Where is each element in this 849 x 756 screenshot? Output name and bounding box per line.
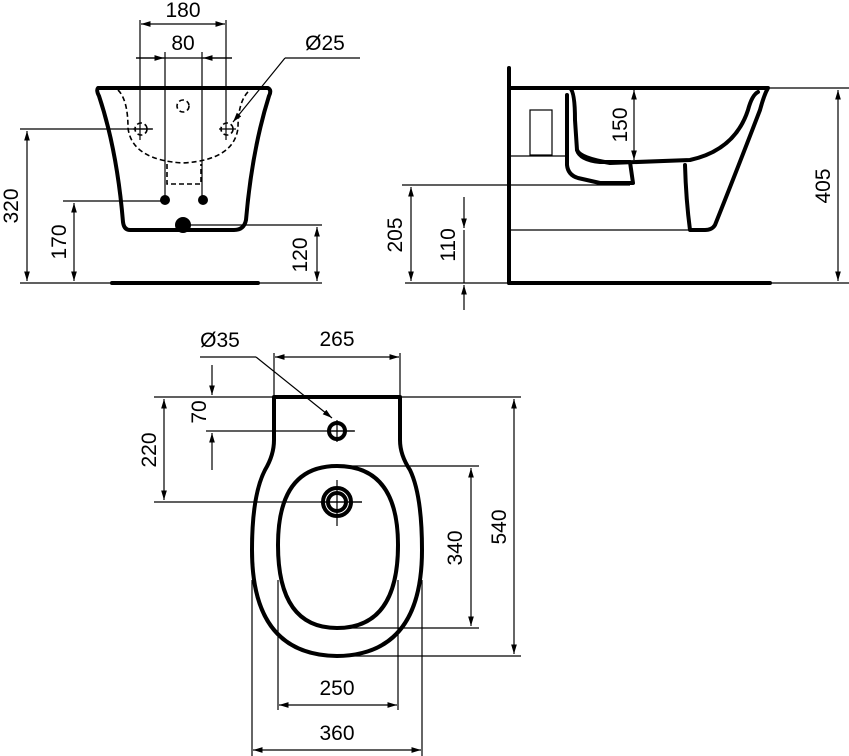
bidet-side-outline <box>509 86 770 232</box>
dim-diameter-35: Ø35 <box>200 329 240 352</box>
dim-265: 265 <box>319 328 354 351</box>
dim-180: 180 <box>165 0 200 22</box>
dim-360: 360 <box>319 722 354 745</box>
waste-outlet <box>175 217 191 233</box>
bowl-top-outline <box>276 464 400 630</box>
bidet-front-outline <box>95 86 273 232</box>
dim-70: 70 <box>188 400 211 423</box>
fixing-frame <box>529 109 553 156</box>
overflow-hidden-circle <box>176 99 190 113</box>
dim-80: 80 <box>171 32 194 55</box>
dim-320: 320 <box>0 188 23 223</box>
side-view: 150 405 205 110 <box>384 66 849 310</box>
dim-110: 110 <box>437 228 460 261</box>
fixing-bolt-right <box>198 195 208 205</box>
bowl-hidden-line <box>117 89 251 164</box>
top-view: Ø35 265 70 220 340 540 250 360 <box>138 328 521 756</box>
dim-250: 250 <box>319 677 354 700</box>
dim-405: 405 <box>812 168 835 203</box>
front-view: 180 80 Ø25 320 170 120 <box>0 0 360 285</box>
dim-170: 170 <box>48 224 71 259</box>
dim-205: 205 <box>384 217 407 252</box>
drain-hidden-line <box>166 164 202 185</box>
dim-340: 340 <box>444 530 467 565</box>
dim-120: 120 <box>289 237 312 272</box>
dim-540: 540 <box>488 509 511 544</box>
dim-diameter-25: Ø25 <box>305 32 345 55</box>
dim-150: 150 <box>609 107 632 142</box>
dim-220: 220 <box>138 432 161 467</box>
